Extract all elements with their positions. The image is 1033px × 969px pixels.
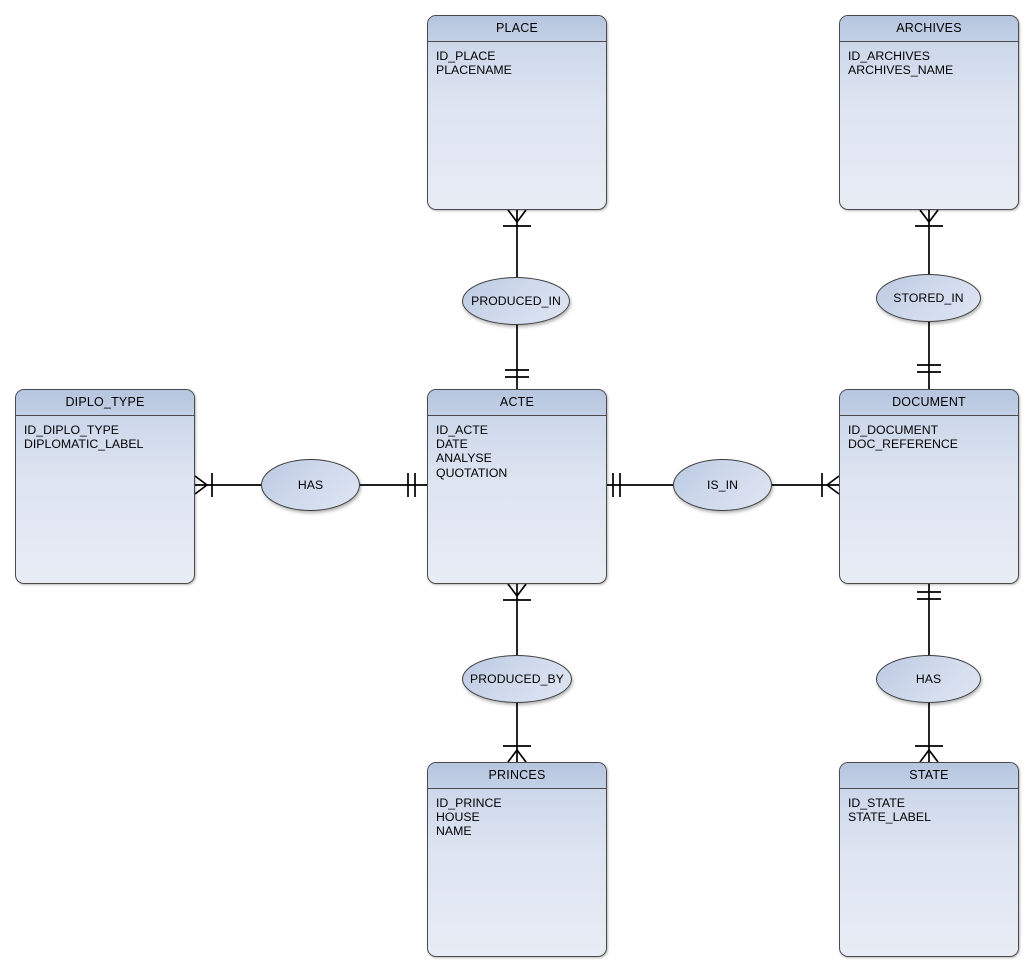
entity-state-attributes: ID_STATE STATE_LABEL [840,789,1018,824]
entity-document[interactable]: DOCUMENT ID_DOCUMENT DOC_REFERENCE [839,389,1019,584]
relationship-has-state[interactable]: HAS [876,655,981,703]
crowsfoot-archives [919,209,939,223]
relationship-has-state-label: HAS [915,672,942,686]
entity-archives[interactable]: ARCHIVES ID_ARCHIVES ARCHIVES_NAME [839,15,1019,210]
attribute: DATE [436,437,468,452]
entity-document-attributes: ID_DOCUMENT DOC_REFERENCE [840,416,1018,451]
entity-place-title: PLACE [428,16,606,42]
attribute: DIPLOMATIC_LABEL [24,437,144,452]
entity-document-title: DOCUMENT [840,390,1018,416]
entity-diplo-type-title: DIPLO_TYPE [16,390,194,416]
entity-diplo-type[interactable]: DIPLO_TYPE ID_DIPLO_TYPE DIPLOMATIC_LABE… [15,389,195,584]
attribute: ARCHIVES_NAME [848,63,954,78]
entity-princes-title: PRINCES [428,763,606,789]
relationship-stored-in[interactable]: STORED_IN [876,274,981,322]
attribute: QUOTATION [436,465,508,480]
entity-archives-title: ARCHIVES [840,16,1018,42]
entity-archives-attributes: ID_ARCHIVES ARCHIVES_NAME [840,42,1018,77]
crowsfoot-diplo_type [194,475,208,495]
attribute: ID_DOCUMENT [848,423,939,437]
attribute: ID_PRINCE [436,796,502,810]
attribute: ANALYSE [436,451,492,466]
relationship-produced-in[interactable]: PRODUCED_IN [462,277,570,325]
crowsfoot-document-left [826,475,840,495]
attribute: ID_PLACE [436,49,496,63]
entity-acte-attributes: ID_ACTE DATE ANALYSE QUOTATION [428,416,606,480]
entity-place-attributes: ID_PLACE PLACENAME [428,42,606,77]
relationship-stored-in-label: STORED_IN [893,291,964,305]
entity-acte[interactable]: ACTE ID_ACTE DATE ANALYSE QUOTATION [427,389,607,584]
relationship-has-diplo-type-label: HAS [297,478,324,492]
entity-diplo-type-attributes: ID_DIPLO_TYPE DIPLOMATIC_LABEL [16,416,194,451]
attribute: STATE_LABEL [848,810,931,825]
crowsfoot-state [919,749,939,763]
entity-princes[interactable]: PRINCES ID_PRINCE HOUSE NAME [427,762,607,957]
relationship-produced-by-label: PRODUCED_BY [470,672,564,686]
attribute: NAME [436,824,472,839]
relationship-has-diplo-type[interactable]: HAS [261,459,360,511]
attribute: ID_ACTE [436,423,488,437]
relationship-is-in-label: IS_IN [707,478,738,492]
relationship-produced-by[interactable]: PRODUCED_BY [462,655,572,703]
crowsfoot-princes [507,749,527,763]
attribute: ID_STATE [848,796,905,810]
entity-acte-title: ACTE [428,390,606,416]
attribute: ID_ARCHIVES [848,49,931,63]
crowsfoot-acte-bottom [507,583,527,597]
entity-princes-attributes: ID_PRINCE HOUSE NAME [428,789,606,839]
entity-state[interactable]: STATE ID_STATE STATE_LABEL [839,762,1019,957]
relationship-produced-in-label: PRODUCED_IN [471,294,561,308]
attribute: PLACENAME [436,63,512,78]
crowsfoot-place [507,209,527,223]
entity-place[interactable]: PLACE ID_PLACE PLACENAME [427,15,607,210]
attribute: ID_DIPLO_TYPE [24,423,119,437]
relationship-is-in[interactable]: IS_IN [673,459,772,511]
attribute: HOUSE [436,810,480,825]
attribute: DOC_REFERENCE [848,437,959,452]
entity-state-title: STATE [840,763,1018,789]
